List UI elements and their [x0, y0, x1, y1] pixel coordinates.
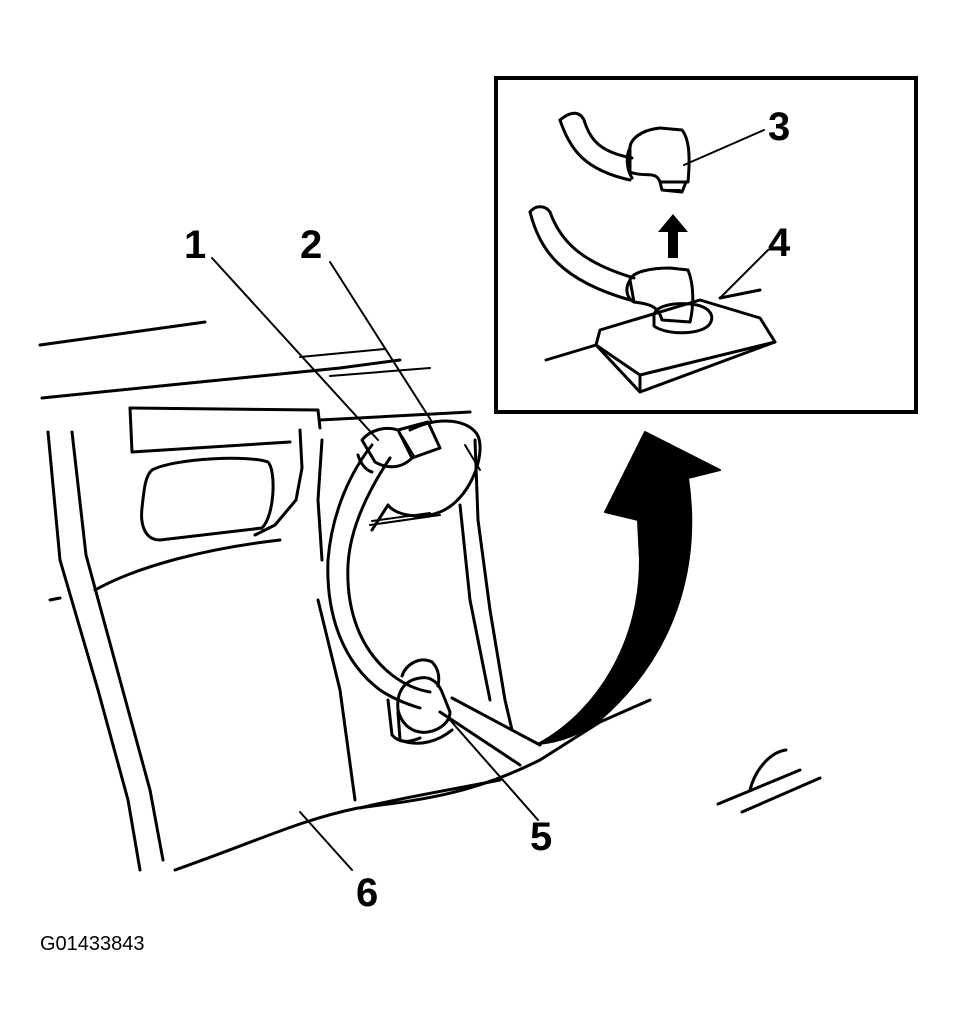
- callout-5: 5: [530, 815, 552, 859]
- callout-2: 2: [300, 223, 322, 267]
- vent-hose: [326, 443, 542, 767]
- figure-id: G01433843: [40, 933, 145, 955]
- callout-3: 3: [768, 105, 790, 149]
- inset-detail-box: [494, 76, 918, 414]
- vehicle-body-panel: [38, 320, 822, 872]
- up-arrow: [658, 214, 688, 258]
- curved-arrow: [537, 431, 721, 745]
- leader-lines: [211, 129, 769, 871]
- callout-4: 4: [768, 221, 791, 265]
- callout-1: 1: [184, 223, 206, 267]
- mounted-hose-elbow: [528, 205, 777, 394]
- hose-clip: [386, 658, 454, 745]
- disconnected-hose-elbow: [558, 111, 691, 194]
- callout-6: 6: [356, 871, 378, 915]
